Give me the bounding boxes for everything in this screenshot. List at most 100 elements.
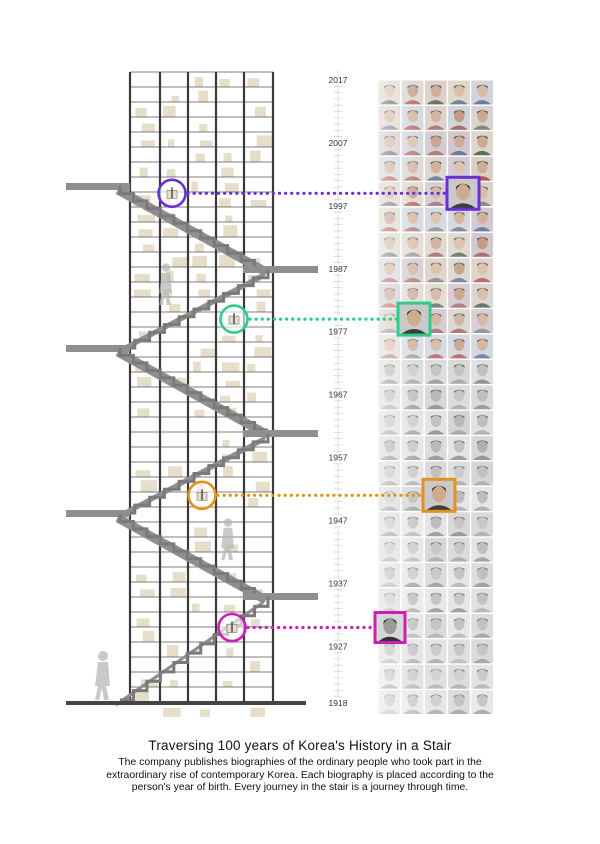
book-block (226, 544, 238, 552)
stair-landing (66, 345, 130, 352)
caption-body: The company publishes biographies of the… (0, 757, 600, 795)
book-block (250, 200, 267, 207)
stair-landing (243, 593, 318, 600)
book-block (198, 289, 211, 297)
book-block (250, 707, 265, 717)
book-block (224, 604, 235, 612)
book-block (135, 470, 151, 477)
book-block (137, 408, 150, 417)
book-block (195, 243, 204, 252)
book-block (223, 466, 233, 477)
tick-label-bg (326, 641, 350, 652)
book-block (247, 392, 256, 402)
tick-label: 1918 (329, 698, 348, 708)
tick-label-bg (326, 578, 350, 589)
portrait-photo-woman-dark-hair-shoulders (449, 203, 477, 210)
book-block (136, 618, 150, 627)
stair-steps (120, 270, 270, 350)
book-block (135, 108, 147, 117)
book-block (223, 681, 233, 687)
highlight-group (219, 301, 432, 337)
book-block (223, 225, 238, 237)
stair-landing (243, 430, 318, 437)
highlight-group (187, 477, 457, 513)
portrait-photo-child-hair (431, 486, 447, 493)
tick-label-bg (326, 452, 350, 463)
tick-label-bg (326, 326, 350, 337)
tick-label-bg (326, 515, 350, 526)
book-block (200, 348, 217, 357)
book-block (226, 648, 234, 657)
book-block (219, 78, 230, 87)
book-block (247, 364, 256, 372)
stair-steps (118, 348, 268, 432)
highlight-links (157, 175, 481, 644)
book-block (142, 630, 155, 642)
book-block (219, 198, 231, 207)
stair-flights (66, 183, 318, 708)
caption-line: The company publishes biographies of the… (118, 757, 482, 768)
person-silhouette (95, 651, 110, 700)
book-block (194, 527, 208, 537)
tick-label: 1927 (329, 641, 348, 651)
stair-steps (118, 186, 268, 270)
highlight-group (157, 175, 481, 211)
book-block (256, 289, 271, 297)
book-block (169, 679, 178, 687)
book-block (168, 466, 183, 477)
stair-flight (115, 434, 268, 521)
tick-label-bg (326, 75, 350, 85)
book-block (166, 169, 176, 177)
portrait-photo-woman-dark-hair-face (455, 183, 471, 201)
tick-label: 1957 (329, 453, 348, 463)
tick-label: 1987 (329, 264, 348, 274)
book-block (163, 707, 181, 717)
portrait-photo-man-bw-face (383, 617, 397, 635)
book-block (141, 123, 155, 132)
book-block (222, 335, 236, 342)
book-block (250, 661, 260, 672)
book-block (137, 377, 152, 387)
book-block (142, 244, 155, 252)
tick-label-bg (326, 137, 350, 148)
stair-timeline-diagram: 2017200719971987197719671957194719371927… (66, 70, 494, 717)
book-block (163, 106, 176, 117)
tick-label: 1937 (329, 578, 348, 588)
caption-title: Traversing 100 years of Korea's History … (148, 738, 452, 753)
book-block (250, 619, 260, 627)
tick-label-bg (326, 389, 350, 400)
book-block (225, 380, 241, 387)
book-block (250, 150, 261, 162)
tick-label: 1967 (329, 390, 348, 400)
book-block (199, 123, 208, 132)
tick-label: 1977 (329, 327, 348, 337)
book-block (199, 140, 213, 147)
caption-line: extraordinary rise of contemporary Korea… (106, 769, 494, 781)
book-block (199, 709, 210, 717)
portrait-frame (396, 301, 432, 337)
portrait-photo-man-bw-hair (383, 618, 397, 625)
book-block (198, 90, 209, 102)
highlight-group (217, 611, 407, 644)
book-block (223, 153, 232, 162)
book-block (254, 106, 266, 117)
book-block (225, 215, 233, 222)
tick-label: 2017 (329, 75, 348, 85)
stair-flight (115, 270, 268, 356)
tick-label: 1997 (329, 201, 348, 211)
book-block (137, 214, 155, 222)
book-block (139, 589, 155, 597)
portrait-photo-woman-dark-hair-hair (455, 183, 471, 191)
portrait-frame (373, 611, 407, 644)
book-block (195, 153, 205, 162)
book-block (255, 335, 263, 342)
book-block (256, 301, 266, 312)
book-block (247, 78, 260, 87)
book-block (172, 572, 186, 582)
book-block (139, 167, 148, 177)
person-silhouette (221, 518, 234, 560)
book-block (166, 645, 179, 657)
book-block (220, 395, 231, 402)
portrait-photo-older-woman-hair (406, 309, 422, 316)
person-silhouette (159, 263, 172, 305)
